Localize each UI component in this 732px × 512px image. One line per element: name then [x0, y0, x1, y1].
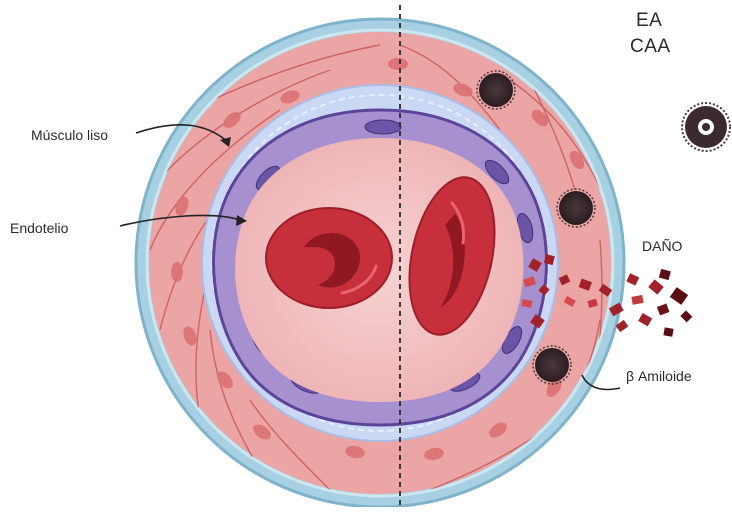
label-damage: DAÑO: [642, 238, 682, 254]
label-endothelium: Endotelio: [10, 220, 68, 236]
red-blood-cell-left: [266, 208, 392, 308]
label-smooth-muscle: Músculo liso: [31, 127, 108, 143]
label-caa: CAA: [630, 36, 671, 58]
amyloid-plaque-cored: [682, 103, 730, 151]
label-ea: EA: [636, 10, 662, 32]
label-amyloid: β Amiloide: [626, 368, 692, 384]
